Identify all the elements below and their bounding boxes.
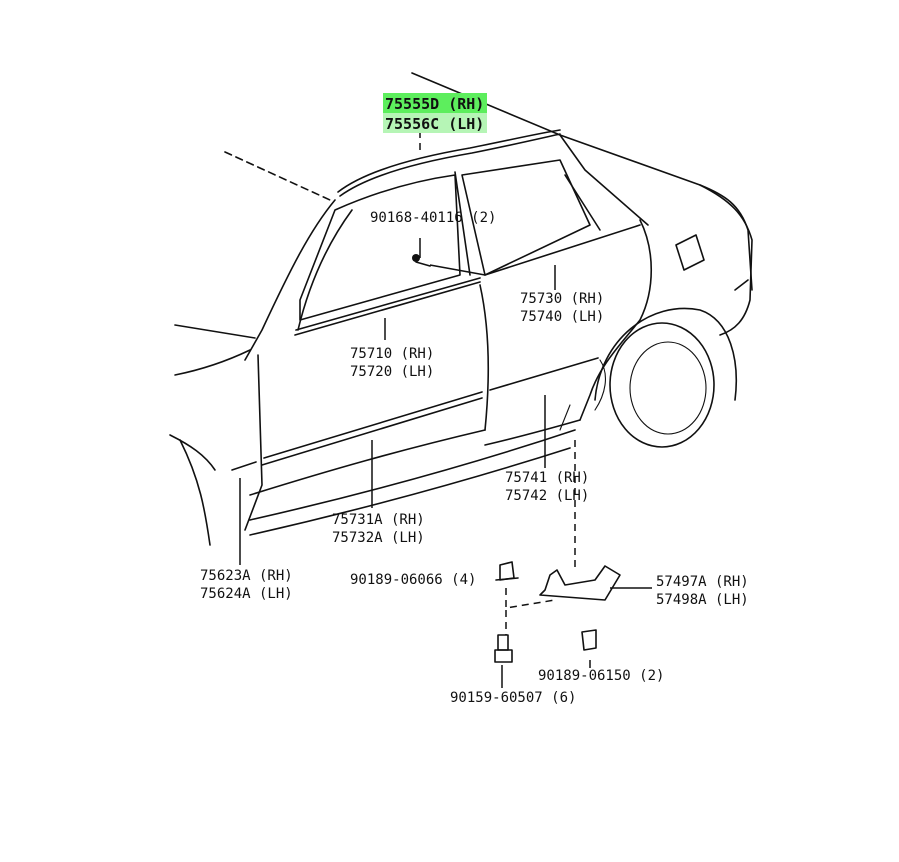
label-front-belt-lh[interactable]: 75720 (LH): [350, 364, 434, 380]
label-rear-door-molding-lh[interactable]: 75742 (LH): [505, 488, 589, 504]
label-front-door-molding-lh[interactable]: 75732A (LH): [332, 530, 425, 546]
label-bracket-lh[interactable]: 57498A (LH): [656, 592, 749, 608]
label-front-door-molding-rh[interactable]: 75731A (RH): [332, 512, 425, 528]
label-fender-molding-lh[interactable]: 75624A (LH): [200, 586, 293, 602]
leader-lines: [239, 128, 652, 688]
label-rear-door-molding-rh[interactable]: 75741 (RH): [505, 470, 589, 486]
label-rear-belt-lh[interactable]: 75740 (LH): [520, 309, 604, 325]
label-clip-a[interactable]: 90189-06066 (4): [350, 572, 476, 588]
label-front-belt-rh[interactable]: 75710 (RH): [350, 346, 434, 362]
label-roof-molding-lh[interactable]: 75556C (LH): [385, 115, 484, 133]
label-roof-molding-rh[interactable]: 75555D (RH): [385, 95, 484, 113]
highlight-lh: [383, 113, 487, 133]
hardware-parts: [494, 561, 621, 663]
car-body-drawing: [169, 72, 753, 546]
label-bracket-rh[interactable]: 57497A (RH): [656, 574, 749, 590]
label-clip-top[interactable]: 90168-40116 (2): [370, 210, 496, 226]
part-labels: 75555D (RH) 75556C (LH) 90168-40116 (2) …: [200, 95, 749, 706]
label-fender-molding-rh[interactable]: 75623A (RH): [200, 568, 293, 584]
highlight-rh: [383, 93, 487, 113]
label-rear-belt-rh[interactable]: 75730 (RH): [520, 291, 604, 307]
label-clip-b[interactable]: 90189-06150 (2): [538, 668, 664, 684]
label-screw[interactable]: 90159-60507 (6): [450, 690, 576, 706]
molding-parts: [231, 129, 641, 471]
